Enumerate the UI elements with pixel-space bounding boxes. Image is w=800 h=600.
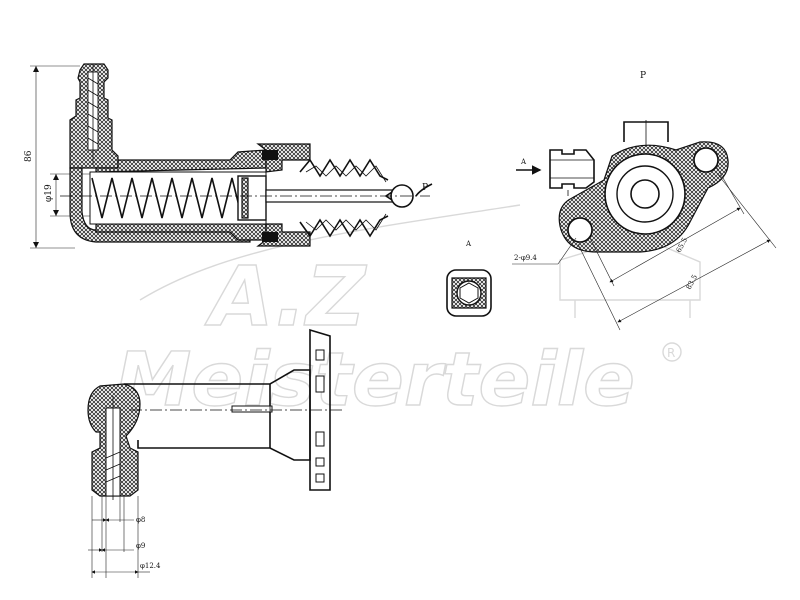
dim-label-83-5: 83.5 [685,273,699,291]
port-label-p-left: P [422,183,428,193]
mounting-hole-top [693,147,719,173]
section-a-view: A [446,240,492,317]
cylinder-side-view: φ8 φ9 φ12.4 [87,328,345,578]
dim-label-dia-19: φ19 [44,184,54,202]
registered-mark-circle [662,342,682,362]
dim-label-dia-9: φ9 [136,542,145,550]
dim-label-86: 86 [24,150,34,162]
dim-label-dia-8: φ8 [136,516,145,524]
section-a-arrow-label: A [520,158,527,166]
mounting-hole-bottom [567,217,593,243]
section-a-title: A [465,240,472,248]
watermark: A.Z Meisterteile R [114,204,701,424]
rubber-boot [299,158,389,238]
cylinder-wall-top [95,149,267,173]
return-spring [91,177,243,219]
flange-plate [309,328,331,491]
cylinder-section-view: 86 φ19 [24,63,433,249]
flange-end-view: P A 2-φ9.4 65.5 83.5 [512,71,777,331]
registered-mark: R [667,346,675,360]
watermark-car-silhouette [559,244,701,318]
watermark-logo: A.Z [204,250,367,345]
port-label-p-top: P [640,71,646,81]
watermark-brand: Meisterteile [115,337,635,423]
holes-label: 2-φ9.4 [514,254,537,262]
dim-label-dia-12-4: φ12.4 [140,562,161,570]
